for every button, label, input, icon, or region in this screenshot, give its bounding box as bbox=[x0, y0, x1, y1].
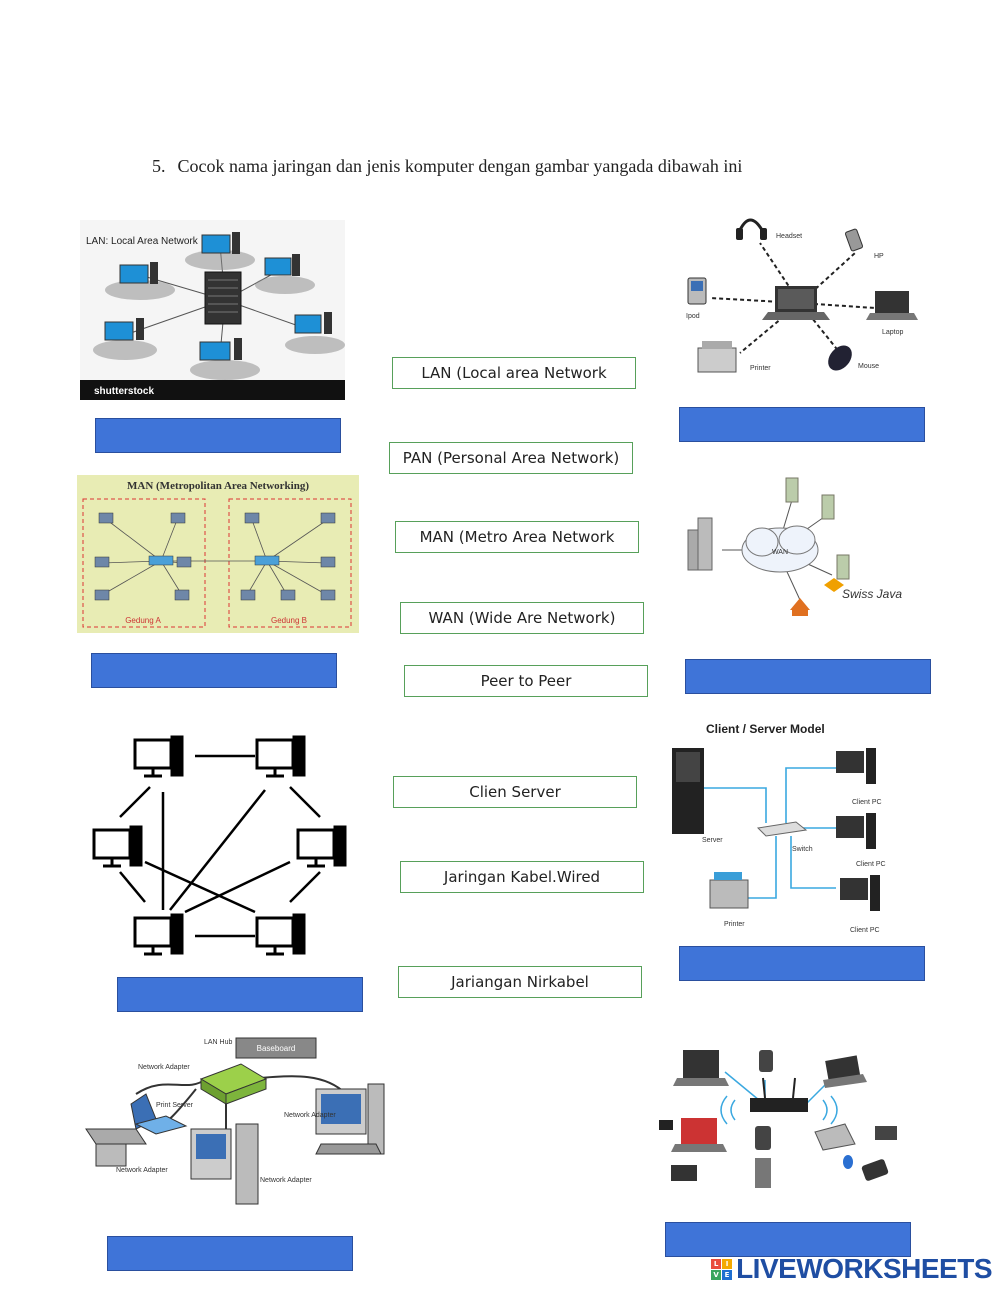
wired-baseboard: Baseboard bbox=[257, 1044, 296, 1053]
pan-ipod-label: Ipod bbox=[686, 313, 700, 320]
pan-mouse-label: Mouse bbox=[858, 363, 879, 370]
cs-printer-label: Printer bbox=[724, 921, 745, 928]
cs-server-label: Server bbox=[702, 837, 723, 844]
client-server-image: Client / Server Model Server Switch Prin… bbox=[666, 718, 906, 936]
pan-printer-label: Printer bbox=[750, 365, 771, 372]
cs-client-label-3: Client PC bbox=[850, 927, 880, 934]
drop-zone-man[interactable] bbox=[91, 653, 337, 688]
logo-block-e: E bbox=[722, 1269, 733, 1280]
wired-adapter-label-3: Network Adapter bbox=[284, 1112, 336, 1119]
label-lan[interactable]: LAN (Local area Network bbox=[392, 357, 636, 389]
question-number: 5. bbox=[152, 156, 166, 176]
cs-client-label-1: Client PC bbox=[852, 799, 882, 806]
cs-switch-label: Switch bbox=[792, 846, 813, 853]
pan-headset-label: Headset bbox=[776, 233, 802, 240]
label-client-server[interactable]: Clien Server bbox=[393, 776, 637, 808]
wan-cloud-label: WAN bbox=[772, 549, 788, 556]
label-man[interactable]: MAN (Metro Area Network bbox=[395, 521, 639, 553]
drop-zone-wireless[interactable] bbox=[665, 1222, 911, 1257]
question-body: Cocok nama jaringan dan jenis komputer d… bbox=[177, 156, 743, 176]
p2p-image bbox=[90, 732, 355, 960]
wired-print-server-label: Print Server bbox=[156, 1102, 194, 1109]
label-wired[interactable]: Jaringan Kabel.Wired bbox=[400, 861, 644, 893]
wired-adapter-label-2: Network Adapter bbox=[116, 1167, 168, 1174]
logo-block-i: I bbox=[722, 1258, 733, 1269]
label-wireless[interactable]: Jariangan Nirkabel bbox=[398, 966, 642, 998]
logo-text: LIVEWORKSHEETS bbox=[736, 1253, 992, 1284]
lan-watermark: shutterstock bbox=[94, 386, 154, 397]
drop-zone-pan[interactable] bbox=[679, 407, 925, 442]
pan-image: Headset HP Ipod Laptop Printer Mouse bbox=[680, 208, 925, 386]
drop-zone-client-server[interactable] bbox=[679, 946, 925, 981]
logo-blocks: L I V E bbox=[711, 1258, 733, 1280]
man-gedung-a: Gedung A bbox=[125, 616, 161, 625]
man-image-title: MAN (Metropolitan Area Networking) bbox=[127, 480, 309, 492]
logo-block-l: L bbox=[711, 1258, 722, 1269]
liveworksheets-logo: L I V E LIVEWORKSHEETS bbox=[711, 1253, 992, 1285]
drop-zone-lan[interactable] bbox=[95, 418, 341, 453]
cs-title: Client / Server Model bbox=[706, 722, 825, 736]
pan-laptop-label: Laptop bbox=[882, 329, 904, 336]
man-gedung-b: Gedung B bbox=[271, 616, 307, 625]
question-text: 5. Cocok nama jaringan dan jenis komputer… bbox=[152, 156, 742, 177]
logo-block-v: V bbox=[711, 1269, 722, 1280]
wired-hub-label: LAN Hub bbox=[204, 1039, 233, 1046]
drop-zone-peer-to-peer[interactable] bbox=[117, 977, 363, 1012]
label-pan[interactable]: PAN (Personal Area Network) bbox=[389, 442, 633, 474]
label-peer-to-peer[interactable]: Peer to Peer bbox=[404, 665, 648, 697]
wan-image: WAN Swiss Java bbox=[682, 470, 914, 618]
wired-image: Baseboard LAN Hub Network Adapter Print … bbox=[76, 1034, 386, 1220]
drop-zone-wired[interactable] bbox=[107, 1236, 353, 1271]
cs-client-label-2: Client PC bbox=[856, 861, 886, 868]
wired-adapter-label-1: Network Adapter bbox=[138, 1064, 190, 1071]
wireless-image bbox=[655, 1040, 910, 1192]
lan-image-title: LAN: Local Area Network bbox=[86, 236, 199, 247]
label-wan[interactable]: WAN (Wide Are Network) bbox=[400, 602, 644, 634]
drop-zone-wan[interactable] bbox=[685, 659, 931, 694]
wired-adapter-label-4: Network Adapter bbox=[260, 1177, 312, 1184]
pan-hp-label: HP bbox=[874, 253, 884, 260]
wan-brand: Swiss Java bbox=[842, 587, 902, 601]
man-image: MAN (Metropolitan Area Networking) Gedun… bbox=[77, 475, 359, 633]
lan-image: LAN: Local Area Network shutterstock bbox=[80, 220, 345, 400]
